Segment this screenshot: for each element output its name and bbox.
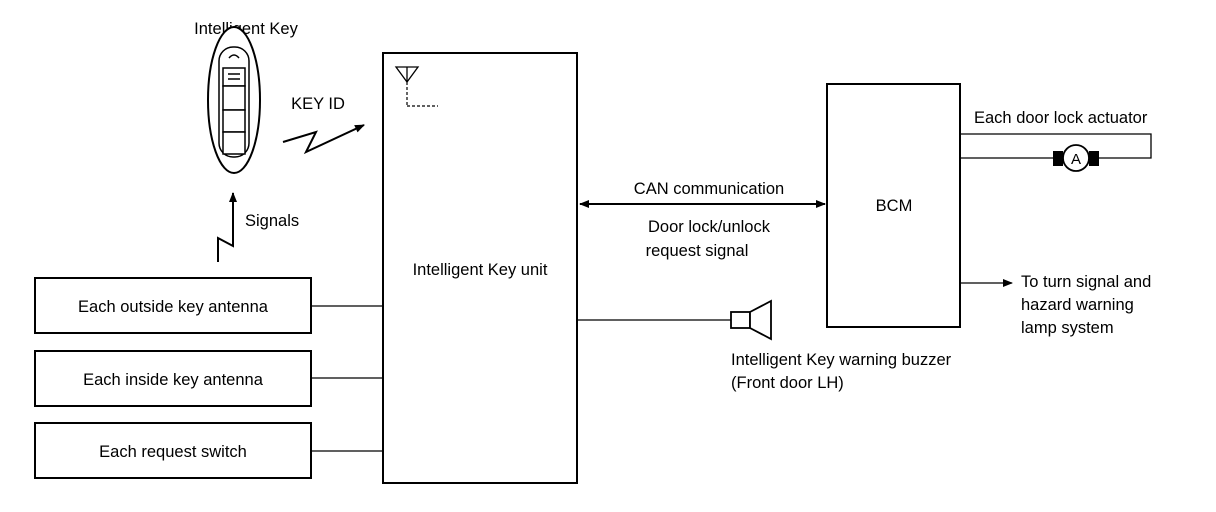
key-fob-title: Intelligent Key xyxy=(194,20,298,38)
request-switch-label: Each request switch xyxy=(99,443,247,461)
door-lock-signal-line2: request signal xyxy=(646,242,749,260)
outside-antenna-box: Each outside key antenna xyxy=(34,277,312,334)
intelligent-key-unit-label: Intelligent Key unit xyxy=(413,261,548,279)
actuator-wire xyxy=(960,133,1152,159)
key-id-wireless-icon xyxy=(282,124,365,155)
turn-signal-line2: hazard warning xyxy=(1021,296,1134,314)
door-lock-signal-line1: Door lock/unlock xyxy=(648,218,771,236)
signals-label: Signals xyxy=(245,212,299,230)
buzzer-label-line1: Intelligent Key warning buzzer xyxy=(731,351,952,369)
intelligent-key-unit-box: Intelligent Key unit xyxy=(382,52,578,484)
outside-antenna-label: Each outside key antenna xyxy=(78,298,269,316)
inside-antenna-label: Each inside key antenna xyxy=(83,371,264,389)
inside-antenna-box: Each inside key antenna xyxy=(34,350,312,407)
turn-signal-line3: lamp system xyxy=(1021,319,1114,337)
door-lock-actuator-motor-icon: A xyxy=(1053,144,1099,172)
bcm-label: BCM xyxy=(876,197,913,215)
unit-antenna-icon xyxy=(394,66,438,107)
door-lock-actuator-label: Each door lock actuator xyxy=(974,109,1148,127)
bcm-box: BCM xyxy=(826,83,961,328)
warning-buzzer-icon xyxy=(730,299,772,341)
buzzer-label-line2: (Front door LH) xyxy=(731,374,844,392)
request-switch-box: Each request switch xyxy=(34,422,312,479)
intelligent-key-fob-icon xyxy=(207,26,261,174)
actuator-motor-symbol: A xyxy=(1071,151,1081,168)
can-communication-label: CAN communication xyxy=(634,180,784,198)
signals-wireless-icon xyxy=(217,192,237,262)
key-id-label: KEY ID xyxy=(291,95,345,113)
turn-signal-line1: To turn signal and xyxy=(1021,273,1151,291)
